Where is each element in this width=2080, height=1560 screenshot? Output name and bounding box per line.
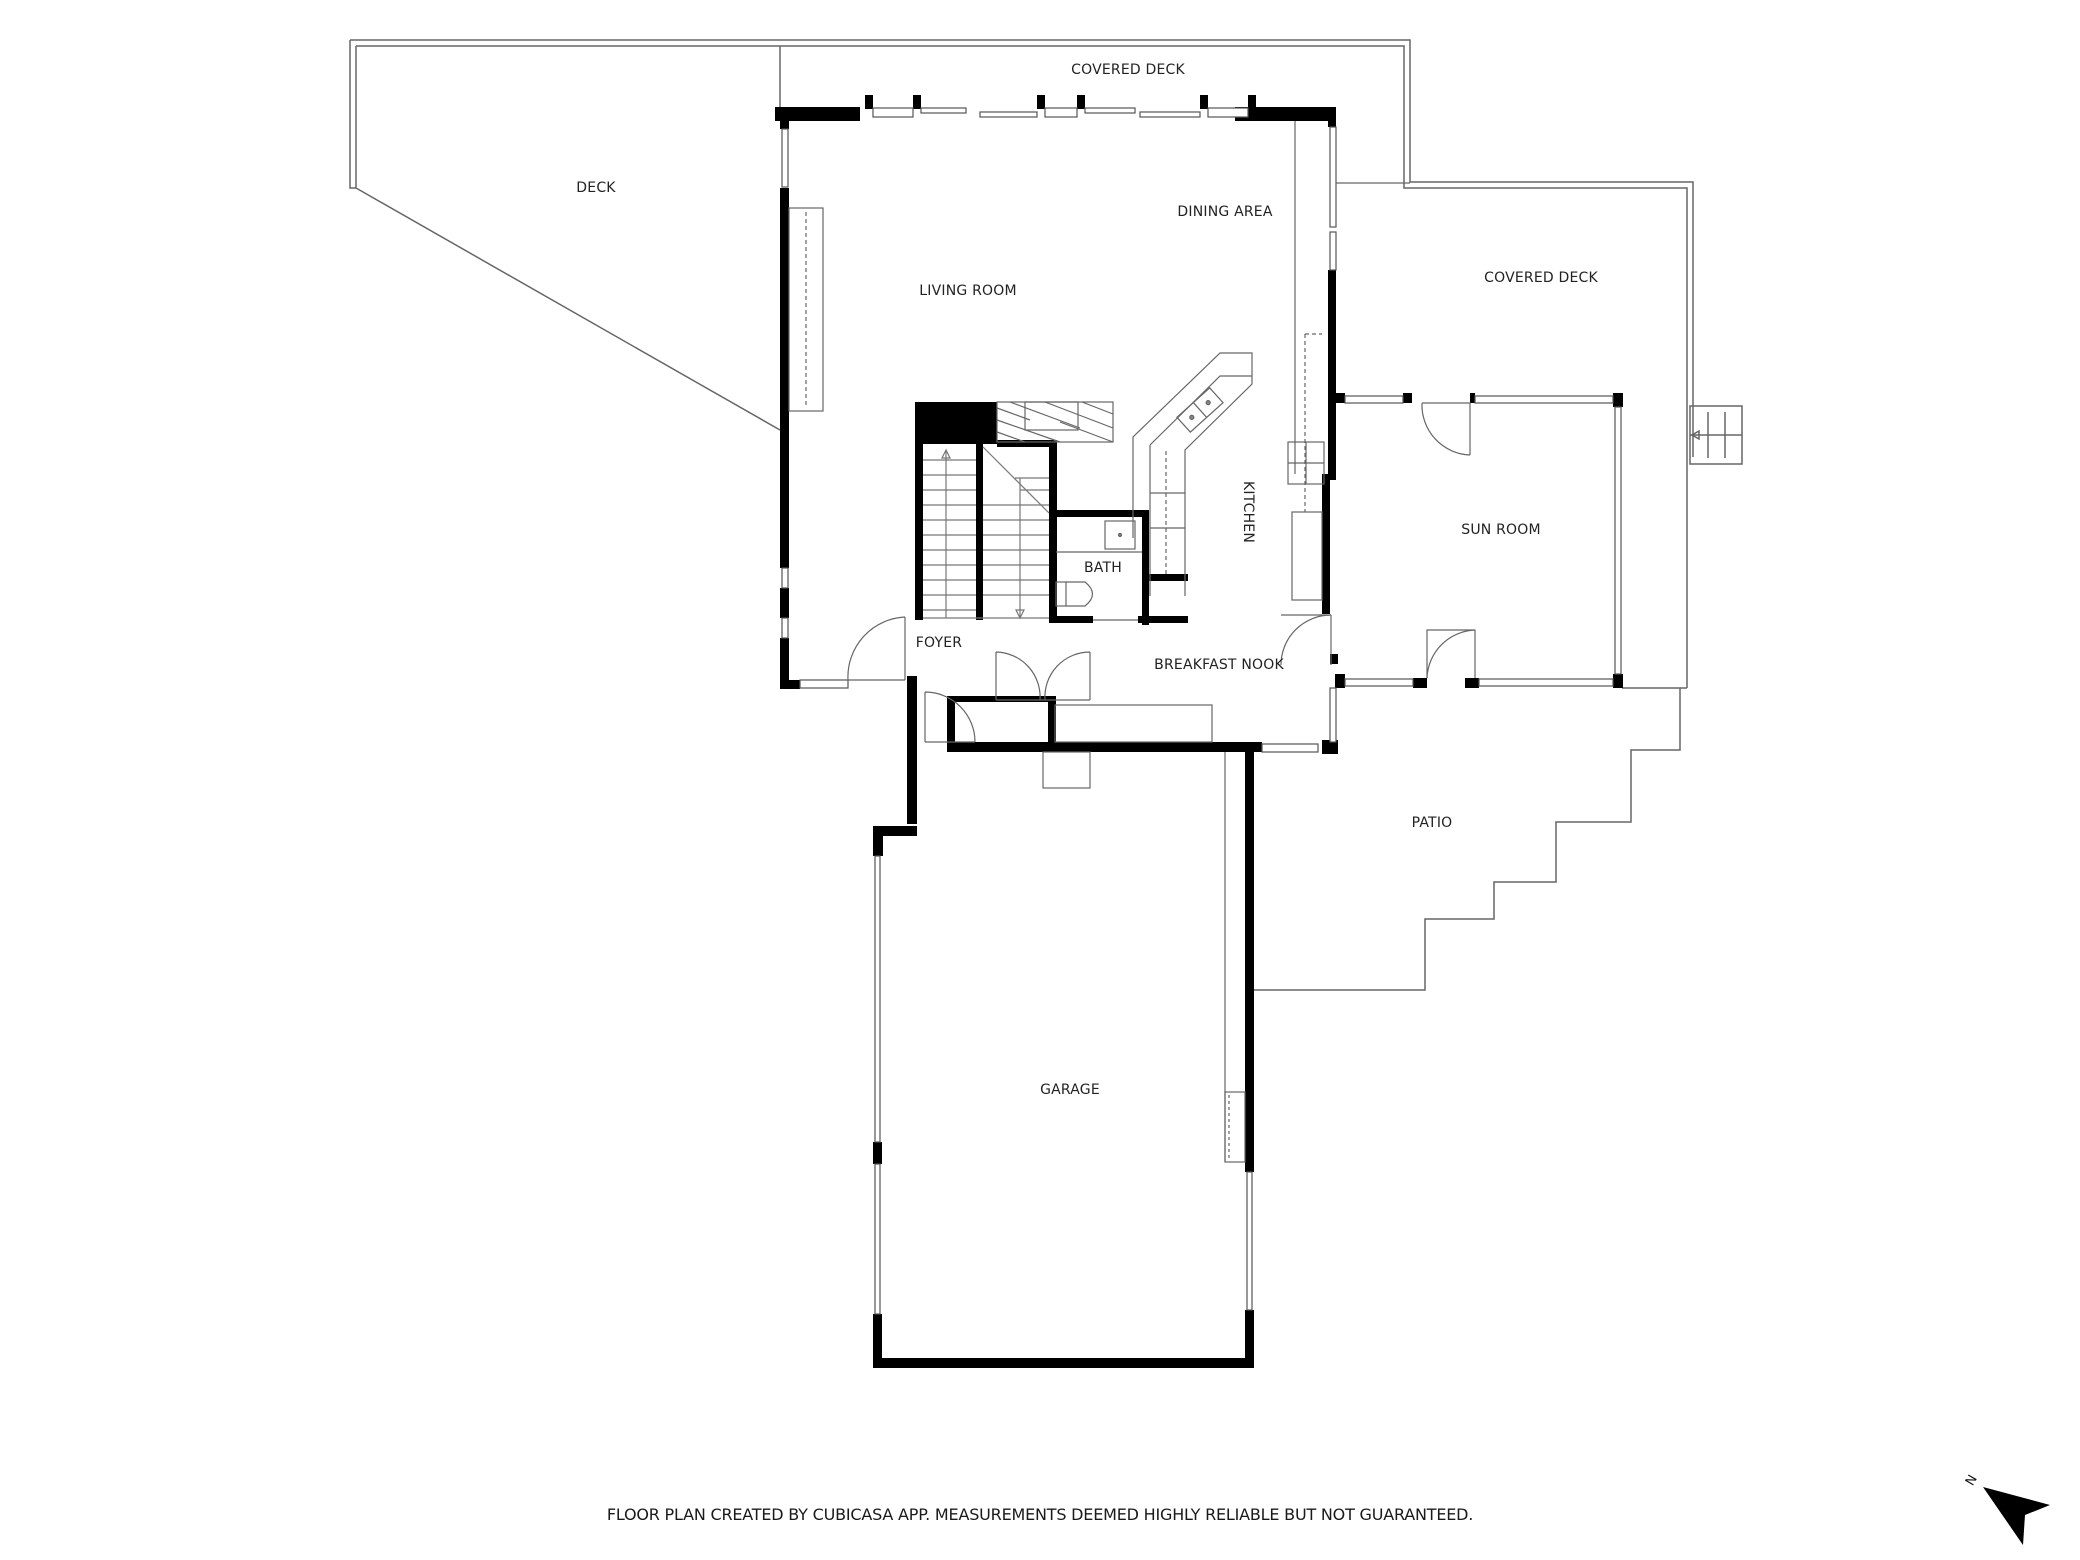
room-label-kitchen: KITCHEN [1240, 480, 1256, 544]
room-label-sun-room: SUN ROOM [1461, 522, 1541, 538]
room-label-covered-deck-top: COVERED DECK [1071, 62, 1185, 78]
room-label-covered-deck-right: COVERED DECK [1484, 270, 1598, 286]
room-label-patio: PATIO [1411, 815, 1453, 831]
room-label-breakfast-nook: BREAKFAST NOOK [1154, 657, 1284, 673]
compass: N [1955, 1465, 2065, 1545]
outdoor-outlines [349, 39, 1694, 991]
room-label-deck: DECK [576, 180, 616, 196]
room-label-living-room: LIVING ROOM [919, 283, 1017, 299]
stairs-up [923, 448, 1049, 619]
windows [781, 107, 1622, 1315]
room-label-bath: BATH [1084, 560, 1122, 576]
room-label-foyer: FOYER [915, 635, 963, 651]
interior-lines [788, 121, 1476, 1163]
footer-disclaimer: FLOOR PLAN CREATED BY CUBICASA APP. MEAS… [606, 1505, 1474, 1524]
room-label-dining-area: DINING AREA [1177, 204, 1273, 220]
north-arrow-icon [1983, 1487, 2050, 1545]
room-label-garage: GARAGE [1040, 1082, 1100, 1098]
walls [775, 95, 1623, 1368]
stairs-down [982, 446, 1050, 620]
deck-stairs [1689, 405, 1743, 465]
